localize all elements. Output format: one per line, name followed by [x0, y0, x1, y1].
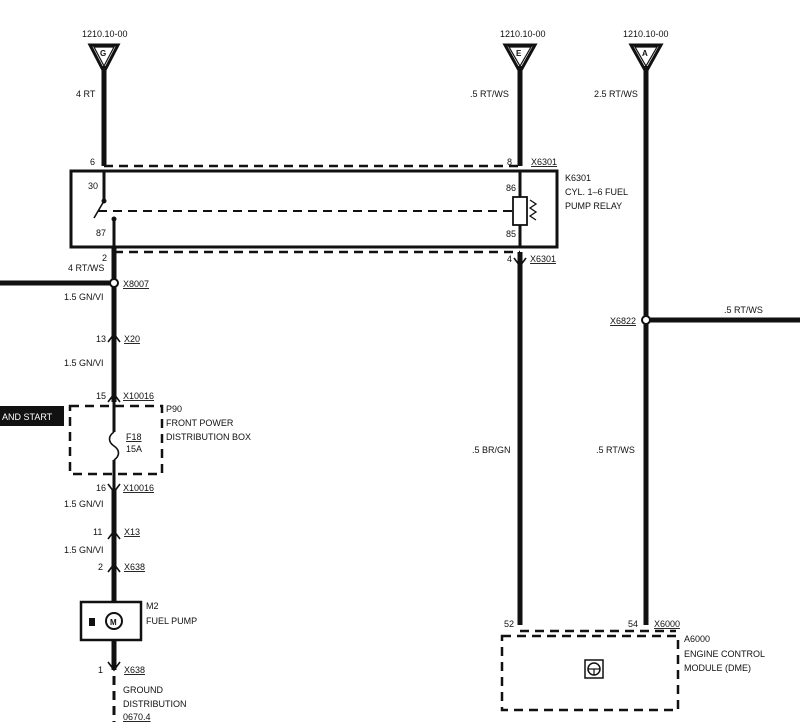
connector-x20-symbol	[107, 332, 121, 343]
relay-pin-4: 4	[507, 254, 512, 264]
relay-connector-top: X6301	[531, 157, 557, 167]
ecm-connector-label: X6000	[654, 619, 680, 629]
wire-label-gnvi-2: 1.5 GN/VI	[64, 358, 104, 368]
fuel-pump-motor	[105, 612, 123, 630]
relay-pin-6: 6	[90, 157, 95, 167]
connector-x10016-label-top: X10016	[123, 391, 154, 401]
ground-line2: DISTRIBUTION	[123, 699, 187, 709]
relay-pin-85: 85	[506, 229, 516, 239]
connector-x10016-pin-bottom: 16	[96, 483, 106, 493]
relay-coil-resistor	[528, 199, 538, 221]
ecm-name-line2: MODULE (DME)	[684, 663, 751, 673]
connector-x13-label: X13	[124, 527, 140, 537]
relay-connector-bottom: X6301	[530, 254, 556, 264]
splice-x6822	[641, 315, 651, 325]
fuel-pump-name: FUEL PUMP	[146, 616, 197, 626]
connector-x638-pin-top: 2	[98, 562, 103, 572]
ecm-name-line1: ENGINE CONTROL	[684, 649, 765, 659]
connector-x20-label: X20	[124, 334, 140, 344]
side-label: AND START	[2, 412, 53, 422]
connector-x638-bottom-symbol	[107, 661, 121, 672]
fuse-f18-symbol	[108, 431, 120, 461]
fuse-box-name-line2: DISTRIBUTION BOX	[166, 432, 251, 442]
wire-label-gnvi-3: 1.5 GN/VI	[64, 499, 104, 509]
steering-wheel-icon	[584, 659, 604, 679]
connector-e-letter: E	[516, 49, 522, 58]
relay-pin-30: 30	[88, 181, 98, 191]
splice-x6822-label: X6822	[610, 316, 636, 326]
fuse-box	[68, 404, 164, 476]
fuel-pump-id: M2	[146, 601, 159, 611]
fuse-rating: 15A	[126, 444, 142, 454]
ground-ref: 0670.4	[123, 712, 151, 722]
relay-pin-86: 86	[506, 183, 516, 193]
connector-x638-top-symbol	[107, 562, 121, 573]
connector-g-symbol	[87, 43, 121, 76]
relay-name-line2: PUMP RELAY	[565, 201, 622, 211]
page-ref-e: 1210.10-00	[500, 29, 546, 39]
wire-label-x6822-right: .5 RT/WS	[724, 305, 763, 315]
fuse-box-name-line1: FRONT POWER	[166, 418, 234, 428]
connector-a-symbol	[628, 43, 664, 76]
relay-pin-8: 8	[507, 157, 512, 167]
fuel-pump-port	[89, 618, 95, 626]
side-label-box	[0, 406, 64, 426]
connector-g-letter: G	[100, 49, 106, 58]
connector-x20-pin: 13	[96, 334, 106, 344]
relay-id: K6301	[565, 173, 591, 183]
page-ref-a: 1210.10-00	[623, 29, 669, 39]
fuel-pump-symbol: M	[110, 618, 117, 627]
wire-label-gnvi-1: 1.5 GN/VI	[64, 292, 104, 302]
connector-x10016-top-symbol	[107, 392, 121, 403]
relay-switch-arm	[93, 200, 105, 219]
ecm-id: A6000	[684, 634, 710, 644]
relay-pin-4-symbol	[513, 257, 527, 268]
wire-label-g-top: 4 RT	[76, 89, 96, 99]
relay-name-line1: CYL. 1–6 FUEL	[565, 187, 628, 197]
connector-a-letter: A	[642, 49, 648, 58]
connector-x13-symbol	[107, 529, 121, 540]
connector-x638-pin-bottom: 1	[98, 665, 103, 675]
splice-x8007	[109, 278, 119, 288]
wire-label-e-lower: .5 BR/GN	[472, 445, 511, 455]
connector-x13-pin: 11	[93, 527, 102, 537]
wire-label-a-top: 2.5 RT/WS	[594, 89, 638, 99]
wire-label-relay-out: 4 RT/WS	[68, 263, 104, 273]
ground-line1: GROUND	[123, 685, 163, 695]
page-ref-g: 1210.10-00	[82, 29, 128, 39]
relay-pin-2: 2	[102, 253, 107, 263]
connector-x638-label-top: X638	[124, 562, 145, 572]
connector-x10016-label-bottom: X10016	[123, 483, 154, 493]
ecm-pin-52: 52	[504, 619, 514, 629]
fuse-box-id: P90	[166, 404, 182, 414]
wire-label-gnvi-4: 1.5 GN/VI	[64, 545, 104, 555]
wire-label-a-lower: .5 RT/WS	[596, 445, 635, 455]
fuse-f18-label: F18	[126, 432, 142, 442]
connector-x10016-pin-top: 15	[96, 391, 106, 401]
connector-x638-label-bottom: X638	[124, 665, 145, 675]
connector-e-symbol	[502, 43, 538, 76]
wire-label-e-top: .5 RT/WS	[470, 89, 509, 99]
ecm-pin-54: 54	[628, 619, 638, 629]
splice-x8007-label: X8007	[123, 279, 149, 289]
relay-pin-87: 87	[96, 228, 106, 238]
relay-coil	[512, 196, 528, 226]
relay-box	[69, 169, 559, 249]
